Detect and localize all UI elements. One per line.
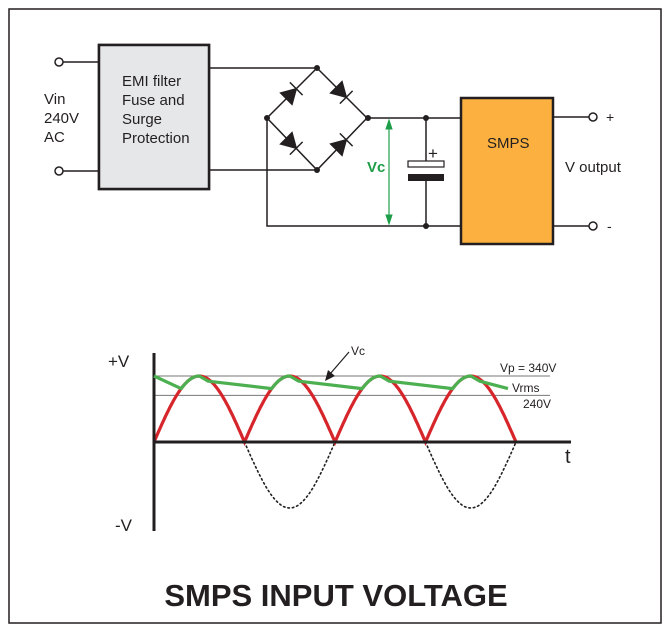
vc-ripple-line xyxy=(153,374,509,391)
junction-dot xyxy=(423,115,429,121)
capacitor-polarity-label: + xyxy=(428,144,438,163)
vc-label: Vc xyxy=(367,159,385,176)
junction-dot xyxy=(365,115,371,121)
y-axis-top-label: +V xyxy=(108,352,130,371)
negative-half-cycle-dotted xyxy=(243,441,336,509)
junction-dot xyxy=(423,223,429,229)
input-label-line-3: AC xyxy=(44,129,65,146)
junction-dot xyxy=(314,65,320,71)
diodes xyxy=(279,80,354,157)
input-label-line-2: 240V xyxy=(44,110,79,127)
filter-block-fill xyxy=(100,46,208,188)
filter-label-line-1: EMI filter xyxy=(122,73,181,90)
negative-half-cycle-dotted xyxy=(424,441,517,509)
capacitor-plate-negative xyxy=(408,174,444,181)
vc-double-arrow xyxy=(385,118,393,226)
output-terminal-plus xyxy=(588,112,598,122)
output-label: V output xyxy=(565,159,622,176)
vp-label: Vp = 340V xyxy=(500,361,556,375)
vc-annotation-label: Vc xyxy=(351,344,365,358)
junction-dot xyxy=(264,115,270,121)
input-terminal-bottom xyxy=(54,166,64,176)
wire-negative-rail xyxy=(266,118,460,227)
x-axis-label: t xyxy=(565,446,571,468)
filter-label-line-3: Surge xyxy=(122,111,162,128)
output-plus-label: + xyxy=(606,109,614,125)
vrms-label-line-1: Vrms xyxy=(512,381,540,395)
smps-label: SMPS xyxy=(487,135,530,152)
junction-dots xyxy=(264,65,429,229)
vc-annotation-arrow xyxy=(329,351,350,375)
vc-annotation-arrowhead xyxy=(325,370,335,381)
chart-title: SMPS INPUT VOLTAGE xyxy=(164,578,507,613)
filter-label-line-4: Protection xyxy=(122,130,190,147)
diode-icon xyxy=(279,131,304,156)
vrms-label-line-2: 240V xyxy=(523,397,551,411)
output-minus-label: - xyxy=(607,218,612,234)
diode-icon xyxy=(329,132,354,157)
input-label-line-1: Vin xyxy=(44,91,65,108)
capacitor-plate-positive xyxy=(407,160,445,168)
input-terminal-top xyxy=(54,57,64,67)
voltage-chart xyxy=(152,351,571,531)
filter-block-border xyxy=(97,43,211,191)
y-axis-bottom-label: -V xyxy=(115,516,133,535)
output-terminal-minus xyxy=(588,221,598,231)
filter-label-line-2: Fuse and xyxy=(122,92,185,109)
diode-icon xyxy=(329,80,354,105)
diode-icon xyxy=(279,81,304,106)
junction-dot xyxy=(314,167,320,173)
smps-block xyxy=(459,96,555,246)
